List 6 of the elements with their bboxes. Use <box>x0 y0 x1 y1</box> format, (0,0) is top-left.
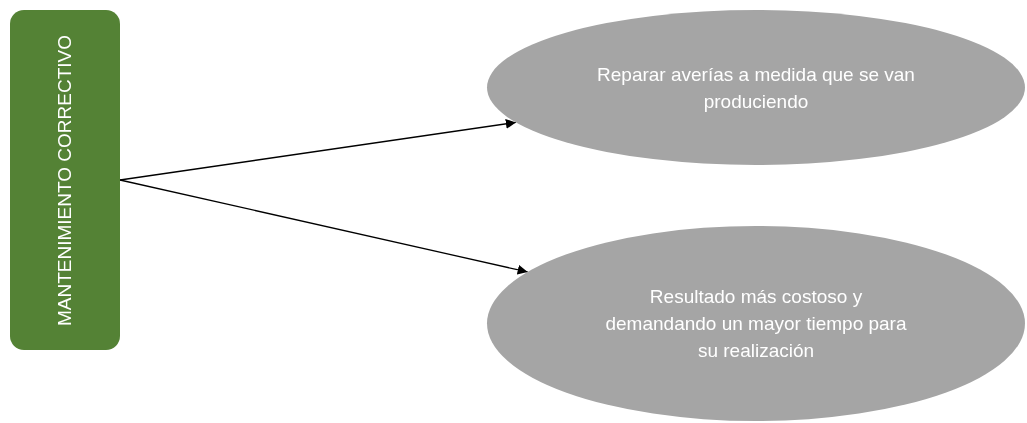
process-box <box>10 10 120 350</box>
ellipse-label: Resultado más costoso y demandando un mayor tiempo para su realización <box>604 285 908 363</box>
ellipse-label: Reparar averías a medida que se van produciendo <box>597 62 915 114</box>
arrow <box>119 179 529 275</box>
arrow <box>119 118 517 181</box>
box-label: MANTENIMIENTO CORRECTIVO <box>53 34 76 326</box>
